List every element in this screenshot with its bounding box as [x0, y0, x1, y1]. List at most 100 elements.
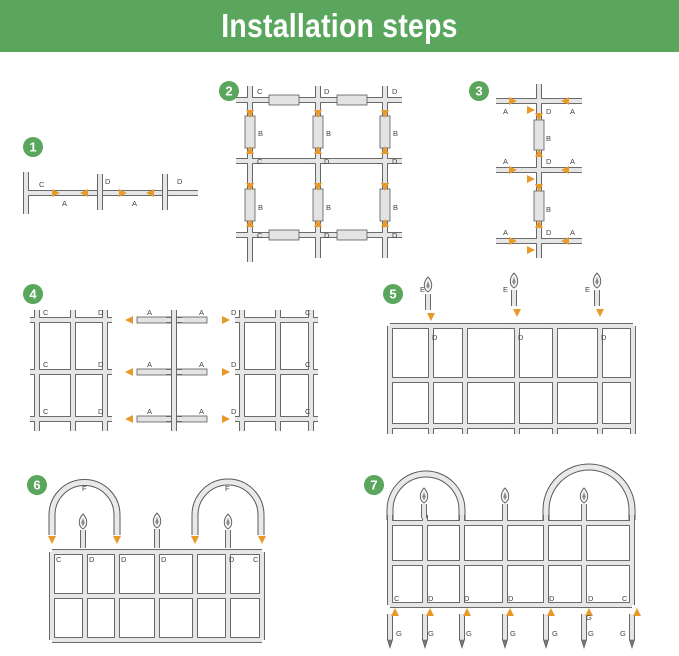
- pipe-sleeve-vertical: [244, 115, 256, 149]
- arrow-icon: [513, 309, 521, 317]
- connector-fitting: [377, 92, 393, 108]
- part-label: D: [546, 107, 552, 116]
- finial-cap: [152, 512, 162, 529]
- part-label: G: [586, 613, 592, 622]
- part-label: C: [43, 407, 49, 416]
- arrow-icon: [561, 166, 569, 174]
- connector-fitting: [626, 323, 636, 333]
- part-label: A: [570, 228, 575, 237]
- connector-fitting: [539, 556, 553, 570]
- part-label: G: [588, 629, 594, 638]
- finial-mark: [422, 492, 426, 500]
- connector-fitting: [242, 227, 258, 243]
- step-number: 5: [389, 287, 396, 302]
- part-label: A: [147, 360, 152, 369]
- arrow-icon: [314, 146, 322, 154]
- finial-cap: [500, 487, 510, 504]
- connector-fitting: [455, 516, 469, 530]
- connector-fitting: [78, 589, 92, 603]
- step-badge-circle: [23, 137, 43, 157]
- connector-fitting: [424, 419, 438, 433]
- part-label: A: [503, 107, 508, 116]
- finial-mark: [155, 517, 159, 525]
- part-label: E: [503, 285, 508, 294]
- connector-fitting: [66, 412, 80, 426]
- finial-mark: [512, 277, 516, 285]
- connector-fitting: [255, 633, 265, 643]
- arrow-icon: [191, 536, 199, 544]
- arrow-icon: [506, 608, 514, 616]
- part-label: C: [253, 555, 259, 564]
- connector-fitting: [387, 516, 397, 530]
- part-label: A: [62, 199, 67, 208]
- step-number: 4: [29, 287, 37, 302]
- part-label: D: [231, 407, 237, 416]
- arrow-icon: [314, 183, 322, 191]
- step-badge-1: 1: [23, 137, 43, 157]
- connector-fitting: [271, 313, 285, 327]
- pipe-sleeve: [336, 229, 368, 241]
- connector-fitting: [626, 373, 636, 387]
- part-label: D: [392, 157, 398, 166]
- arrow-icon: [509, 166, 517, 174]
- part-label: B: [546, 205, 551, 214]
- connector-fitting: [304, 365, 318, 379]
- part-label: D: [392, 231, 398, 240]
- ground-spike-tip: [543, 639, 549, 650]
- ground-spike-tip: [422, 639, 428, 650]
- arrow-icon: [535, 220, 543, 228]
- connector-fitting: [98, 365, 112, 379]
- arrow-icon: [80, 189, 88, 197]
- connector-fitting: [387, 419, 397, 433]
- arrow-icon: [314, 219, 322, 227]
- arrow-icon: [527, 175, 535, 183]
- part-label: C: [305, 407, 311, 416]
- connector-fitting: [418, 556, 432, 570]
- connector-fitting: [455, 598, 469, 608]
- arrow-icon: [125, 415, 133, 423]
- connector-fitting: [235, 313, 249, 327]
- ground-spike-tip: [502, 639, 508, 650]
- arrow-icon: [391, 608, 399, 616]
- step-number: 1: [29, 140, 36, 155]
- step-badge-7: 7: [364, 475, 384, 495]
- step-badge-4: 4: [23, 284, 43, 304]
- arch-top-fill: [543, 464, 635, 520]
- part-label: F: [82, 484, 87, 493]
- part-label: A: [132, 199, 137, 208]
- finial-mark: [426, 281, 430, 289]
- part-label: D: [432, 333, 438, 342]
- connector-fitting: [577, 598, 591, 608]
- part-label: D: [161, 555, 167, 564]
- pipe-sleeve: [336, 94, 368, 106]
- connector-fitting: [242, 92, 258, 108]
- arrow-icon: [463, 608, 471, 616]
- part-label: C: [43, 360, 49, 369]
- part-label: D: [464, 594, 470, 603]
- connector-fitting: [30, 313, 44, 327]
- connector-fitting: [625, 556, 635, 570]
- page-title: Installation steps: [221, 7, 458, 44]
- finial-cap: [509, 272, 519, 289]
- part-label: D: [177, 177, 183, 186]
- pipe-sleeve: [268, 229, 300, 241]
- ground-spike-tip: [459, 639, 465, 650]
- part-label: C: [257, 157, 263, 166]
- arrow-icon: [561, 97, 569, 105]
- finial-cap: [223, 513, 233, 530]
- part-label: D: [546, 157, 552, 166]
- part-label: D: [508, 594, 514, 603]
- part-label: G: [396, 629, 402, 638]
- part-label: B: [326, 203, 331, 212]
- connector-fitting: [577, 556, 591, 570]
- pipe-sleeve-vertical: [533, 190, 545, 222]
- arrow-icon: [246, 183, 254, 191]
- part-label: G: [510, 629, 516, 638]
- connector-fitting: [498, 556, 512, 570]
- part-label: D: [588, 594, 594, 603]
- arch-top-fill: [49, 480, 120, 535]
